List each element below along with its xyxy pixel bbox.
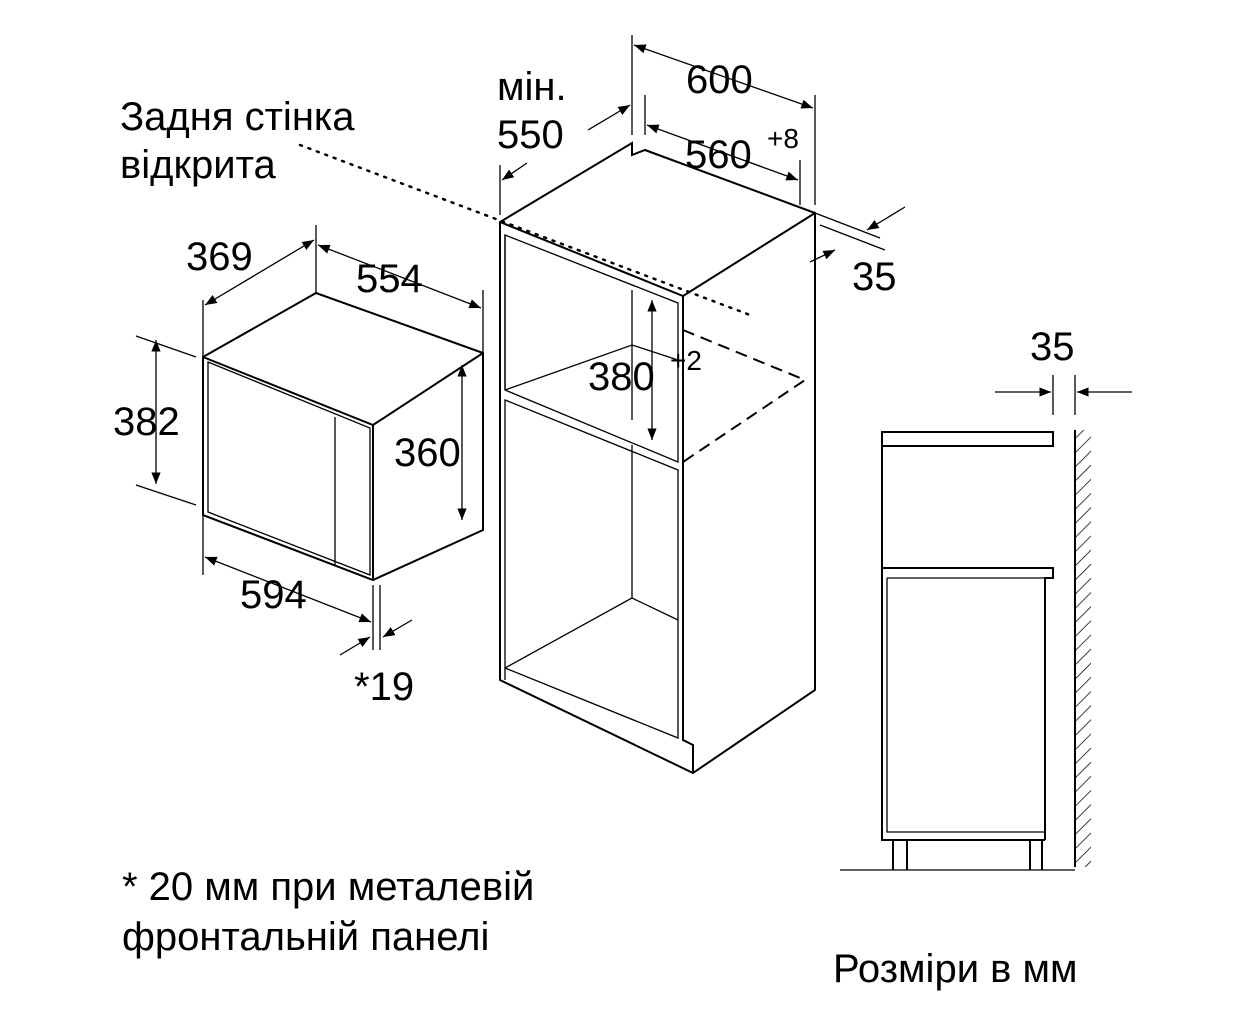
dim-554-label: 554 bbox=[356, 257, 423, 301]
dim-35-top-label: 35 bbox=[852, 255, 897, 299]
rear-wall-label-line1: Задня стінка bbox=[120, 95, 355, 139]
dim-369-label: 369 bbox=[186, 235, 253, 279]
dim-594-label: 594 bbox=[240, 573, 307, 617]
width-600-label: 600 bbox=[686, 58, 753, 102]
depth-550-label: 550 bbox=[497, 113, 564, 157]
height-380-tolerance: +2 bbox=[670, 345, 702, 376]
dim-19-label: *19 bbox=[354, 665, 414, 709]
cabinet-drawing bbox=[298, 35, 906, 775]
dim-35-side-label: 35 bbox=[1030, 325, 1075, 369]
units-label: Розміри в мм bbox=[833, 947, 1078, 991]
dim-382-label: 382 bbox=[113, 400, 180, 444]
rear-wall-label-line2: відкрита bbox=[120, 143, 276, 187]
dim-360-label: 360 bbox=[394, 431, 461, 475]
side-view-drawing bbox=[840, 375, 1132, 871]
width-560-label: 560 bbox=[685, 133, 752, 177]
height-380-label: 380 bbox=[588, 355, 655, 399]
footnote-line2: фронтальній панелі bbox=[122, 915, 489, 959]
width-560-tolerance: +8 bbox=[767, 123, 799, 154]
min-label: мін. bbox=[497, 65, 567, 109]
microwave-drawing bbox=[135, 225, 484, 656]
footnote-line1: * 20 мм при металевій bbox=[122, 865, 534, 909]
